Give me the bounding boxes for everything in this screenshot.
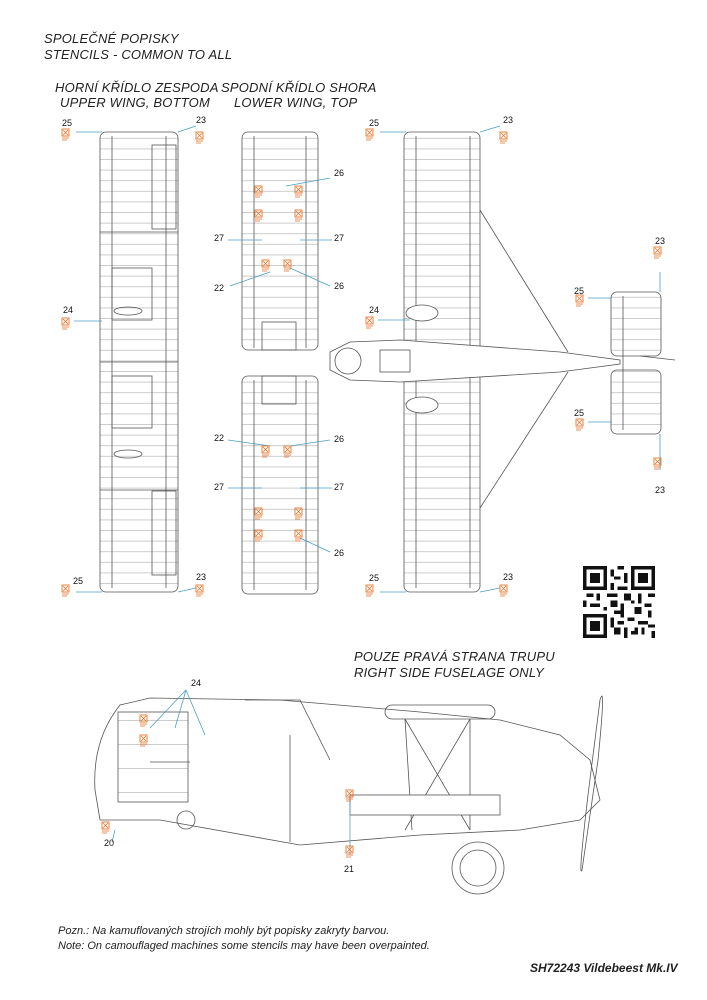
upper-wing-title-en: UPPER WING, BOTTOM: [60, 95, 210, 110]
upper-wing-title-cz: HORNÍ KŘÍDLO ZESPODA: [55, 80, 219, 95]
stencil-number: 26: [334, 168, 345, 178]
stencil-number: 26: [334, 434, 345, 444]
stencil-number: 26: [334, 548, 345, 558]
qr-code: [583, 566, 655, 638]
fuselage-title-cz: POUZE PRAVÁ STRANA TRUPU: [354, 649, 555, 664]
notes-block: Pozn.: Na kamuflovaných strojích mohly b…: [58, 924, 430, 954]
stencil-number: 24: [369, 305, 380, 315]
upper-wing-bottom: [99, 131, 179, 593]
product-code: SH72243 Vildebeest Mk.IV: [530, 961, 678, 975]
stencil-number: 25: [73, 576, 84, 586]
stencil-number: 25: [574, 408, 585, 418]
stencil-number: 22: [214, 283, 225, 293]
stencil-number: 24: [63, 305, 74, 315]
page-title-cz: SPOLEČNÉ POPISKY: [44, 31, 179, 46]
stencil-number: 27: [214, 233, 225, 243]
stencil-number: 23: [196, 115, 207, 125]
stencil-number: 23: [503, 572, 514, 582]
stencil-number: 23: [655, 236, 666, 246]
lower-wing-top: [241, 131, 319, 595]
leader-lines: [74, 125, 661, 855]
lower-wing-title-en: LOWER WING, TOP: [234, 95, 358, 110]
stencil-number: 27: [334, 233, 345, 243]
stencil-number: 27: [214, 482, 225, 492]
stencil-number: 22: [214, 433, 225, 443]
stencil-number: 25: [369, 118, 380, 128]
stencil-number: 27: [334, 482, 345, 492]
fuselage-title-en: RIGHT SIDE FUSELAGE ONLY: [354, 665, 544, 680]
stencil-number: 24: [191, 678, 202, 688]
stencil-number: 23: [196, 572, 207, 582]
stencil-number: 20: [104, 838, 115, 848]
stencil-number: 25: [369, 573, 380, 583]
note-en: Note: On camouflaged machines some stenc…: [58, 940, 430, 952]
stencil-number: 26: [334, 281, 345, 291]
stencil-number: 23: [655, 485, 666, 495]
stencil-number: 21: [344, 864, 355, 874]
plan-view-aircraft: [329, 131, 676, 593]
side-fuselage: [94, 695, 603, 895]
page-title-en: STENCILS - COMMON TO ALL: [44, 47, 233, 62]
stencil-number: 25: [574, 286, 585, 296]
lower-wing-title-cz: SPODNÍ KŘÍDLO SHORA: [221, 80, 377, 95]
stencil-number: 25: [62, 118, 73, 128]
stencil-number: 23: [503, 115, 514, 125]
note-cz: Pozn.: Na kamuflovaných strojích mohly b…: [58, 925, 390, 937]
